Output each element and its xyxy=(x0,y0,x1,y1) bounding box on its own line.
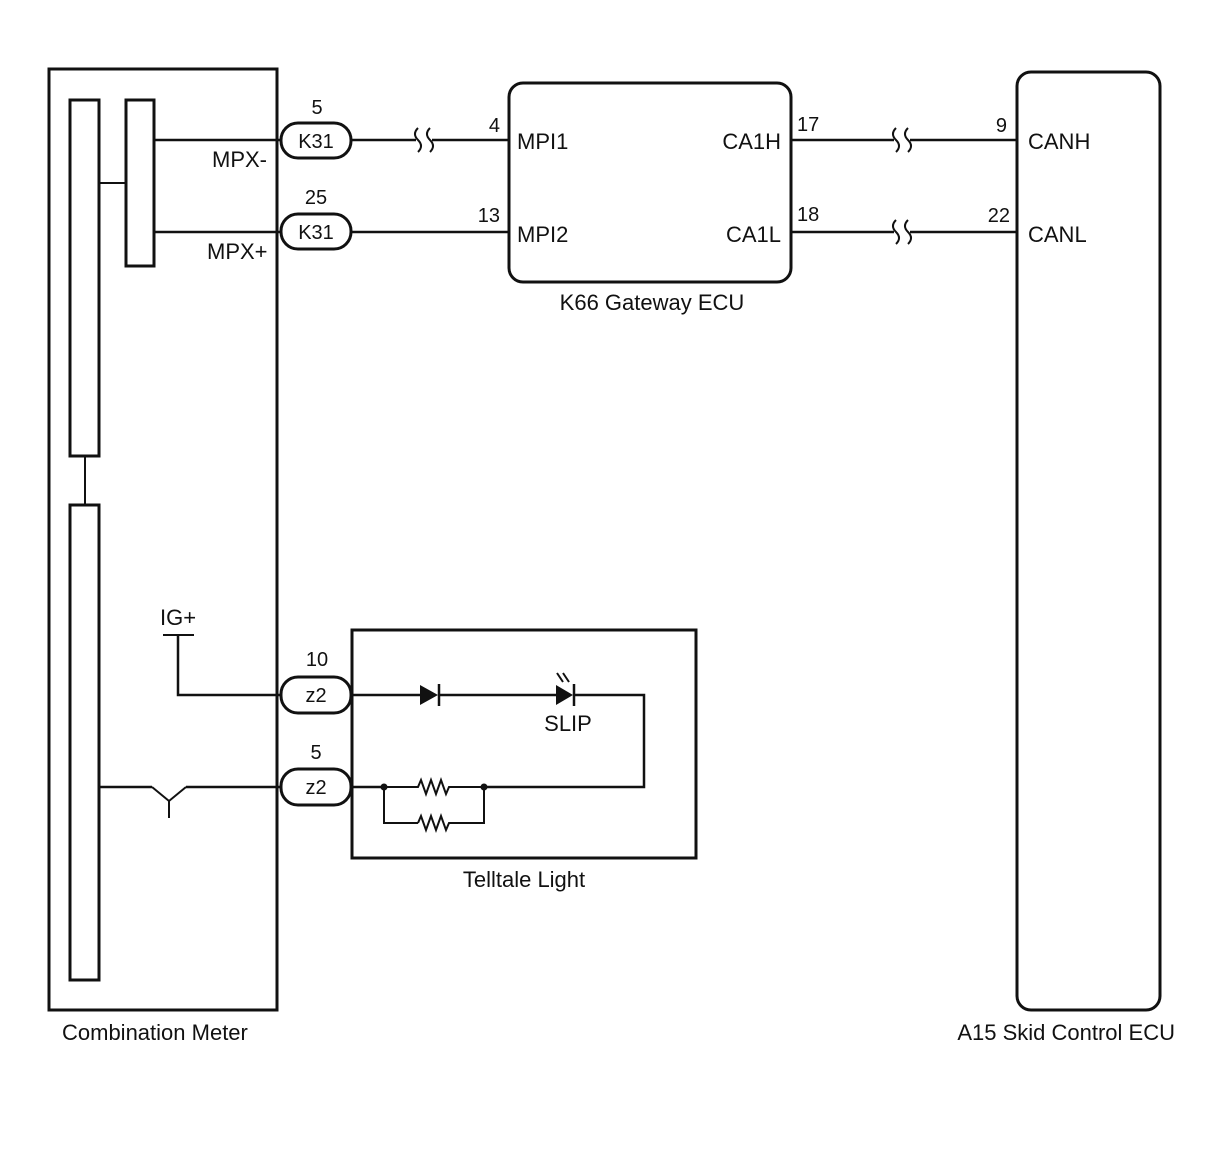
ca1h-terminal: CA1H xyxy=(722,129,781,154)
meter-comm-ic xyxy=(124,98,156,268)
telltale-light-box xyxy=(350,628,698,860)
connector-z2-pin5: 5 z2 xyxy=(279,742,353,807)
slip-label: SLIP xyxy=(544,711,592,736)
skid-control-ecu: CANH CANL A15 Skid Control ECU xyxy=(957,70,1175,1045)
canh-terminal: CANH xyxy=(1028,129,1090,154)
combination-meter-box xyxy=(47,67,279,1012)
connector-pin-number: 25 xyxy=(305,187,327,209)
mpi1-pin-number: 4 xyxy=(489,115,500,137)
mpx-minus-label: MPX- xyxy=(212,147,267,172)
connector-name: K31 xyxy=(298,131,334,153)
telltale-light: Telltale Light SLIP xyxy=(350,628,698,892)
resistor-network xyxy=(380,777,488,833)
canl-pin-number: 22 xyxy=(988,205,1010,227)
resistor-icon xyxy=(417,787,485,833)
mpi1-terminal: MPI1 xyxy=(517,129,568,154)
telltale-light-label: Telltale Light xyxy=(463,867,585,892)
connector-k31-pin5: 5 K31 xyxy=(279,97,353,160)
gateway-ecu-box xyxy=(507,81,793,284)
connector-name: z2 xyxy=(305,685,326,707)
connector-pin-number: 10 xyxy=(306,649,328,671)
combination-meter: Combination Meter xyxy=(47,67,279,1045)
wire-break-icon xyxy=(892,219,912,245)
mpi2-pin-number: 13 xyxy=(478,205,500,227)
ca1l-pin-number: 18 xyxy=(797,204,819,226)
ig-plus-supply: IG+ xyxy=(160,605,282,697)
ground-symbol-icon xyxy=(151,786,187,818)
led-icon xyxy=(556,672,576,706)
connector-name: z2 xyxy=(305,777,326,799)
connector-name: K31 xyxy=(298,222,334,244)
gateway-ecu-label: K66 Gateway ECU xyxy=(560,290,745,315)
ig-plus-label: IG+ xyxy=(160,605,196,630)
mpi2-terminal: MPI2 xyxy=(517,222,568,247)
wire-break-icon xyxy=(414,127,434,153)
canl-terminal: CANL xyxy=(1028,222,1087,247)
canh-pin-number: 9 xyxy=(996,115,1007,137)
telltale-wire-return xyxy=(484,693,646,789)
combination-meter-label: Combination Meter xyxy=(62,1020,248,1045)
ca1h-pin-number: 17 xyxy=(797,114,819,136)
meter-inner-bar-upper xyxy=(68,98,101,458)
connector-k31-pin25: 25 K31 xyxy=(279,187,353,251)
skid-control-ecu-label: A15 Skid Control ECU xyxy=(957,1020,1175,1045)
gateway-ecu: MPI1 MPI2 CA1H CA1L K66 Gateway ECU xyxy=(507,81,793,315)
meter-ground-path xyxy=(99,785,282,818)
resistor-parallel-leads xyxy=(383,787,418,824)
wire-break-icon xyxy=(892,127,912,153)
connector-pin-number: 5 xyxy=(310,742,321,764)
connector-pin-number: 5 xyxy=(311,97,322,119)
ig-plus-wire xyxy=(176,635,282,697)
connector-z2-pin10: 10 z2 xyxy=(279,649,353,715)
resistor-icon xyxy=(384,777,484,797)
diode-icon xyxy=(420,684,441,706)
mpx-plus-label: MPX+ xyxy=(207,239,268,264)
meter-inner-bar-lower xyxy=(68,503,101,982)
ca1l-terminal: CA1L xyxy=(726,222,781,247)
skid-control-ecu-box xyxy=(1015,70,1162,1012)
